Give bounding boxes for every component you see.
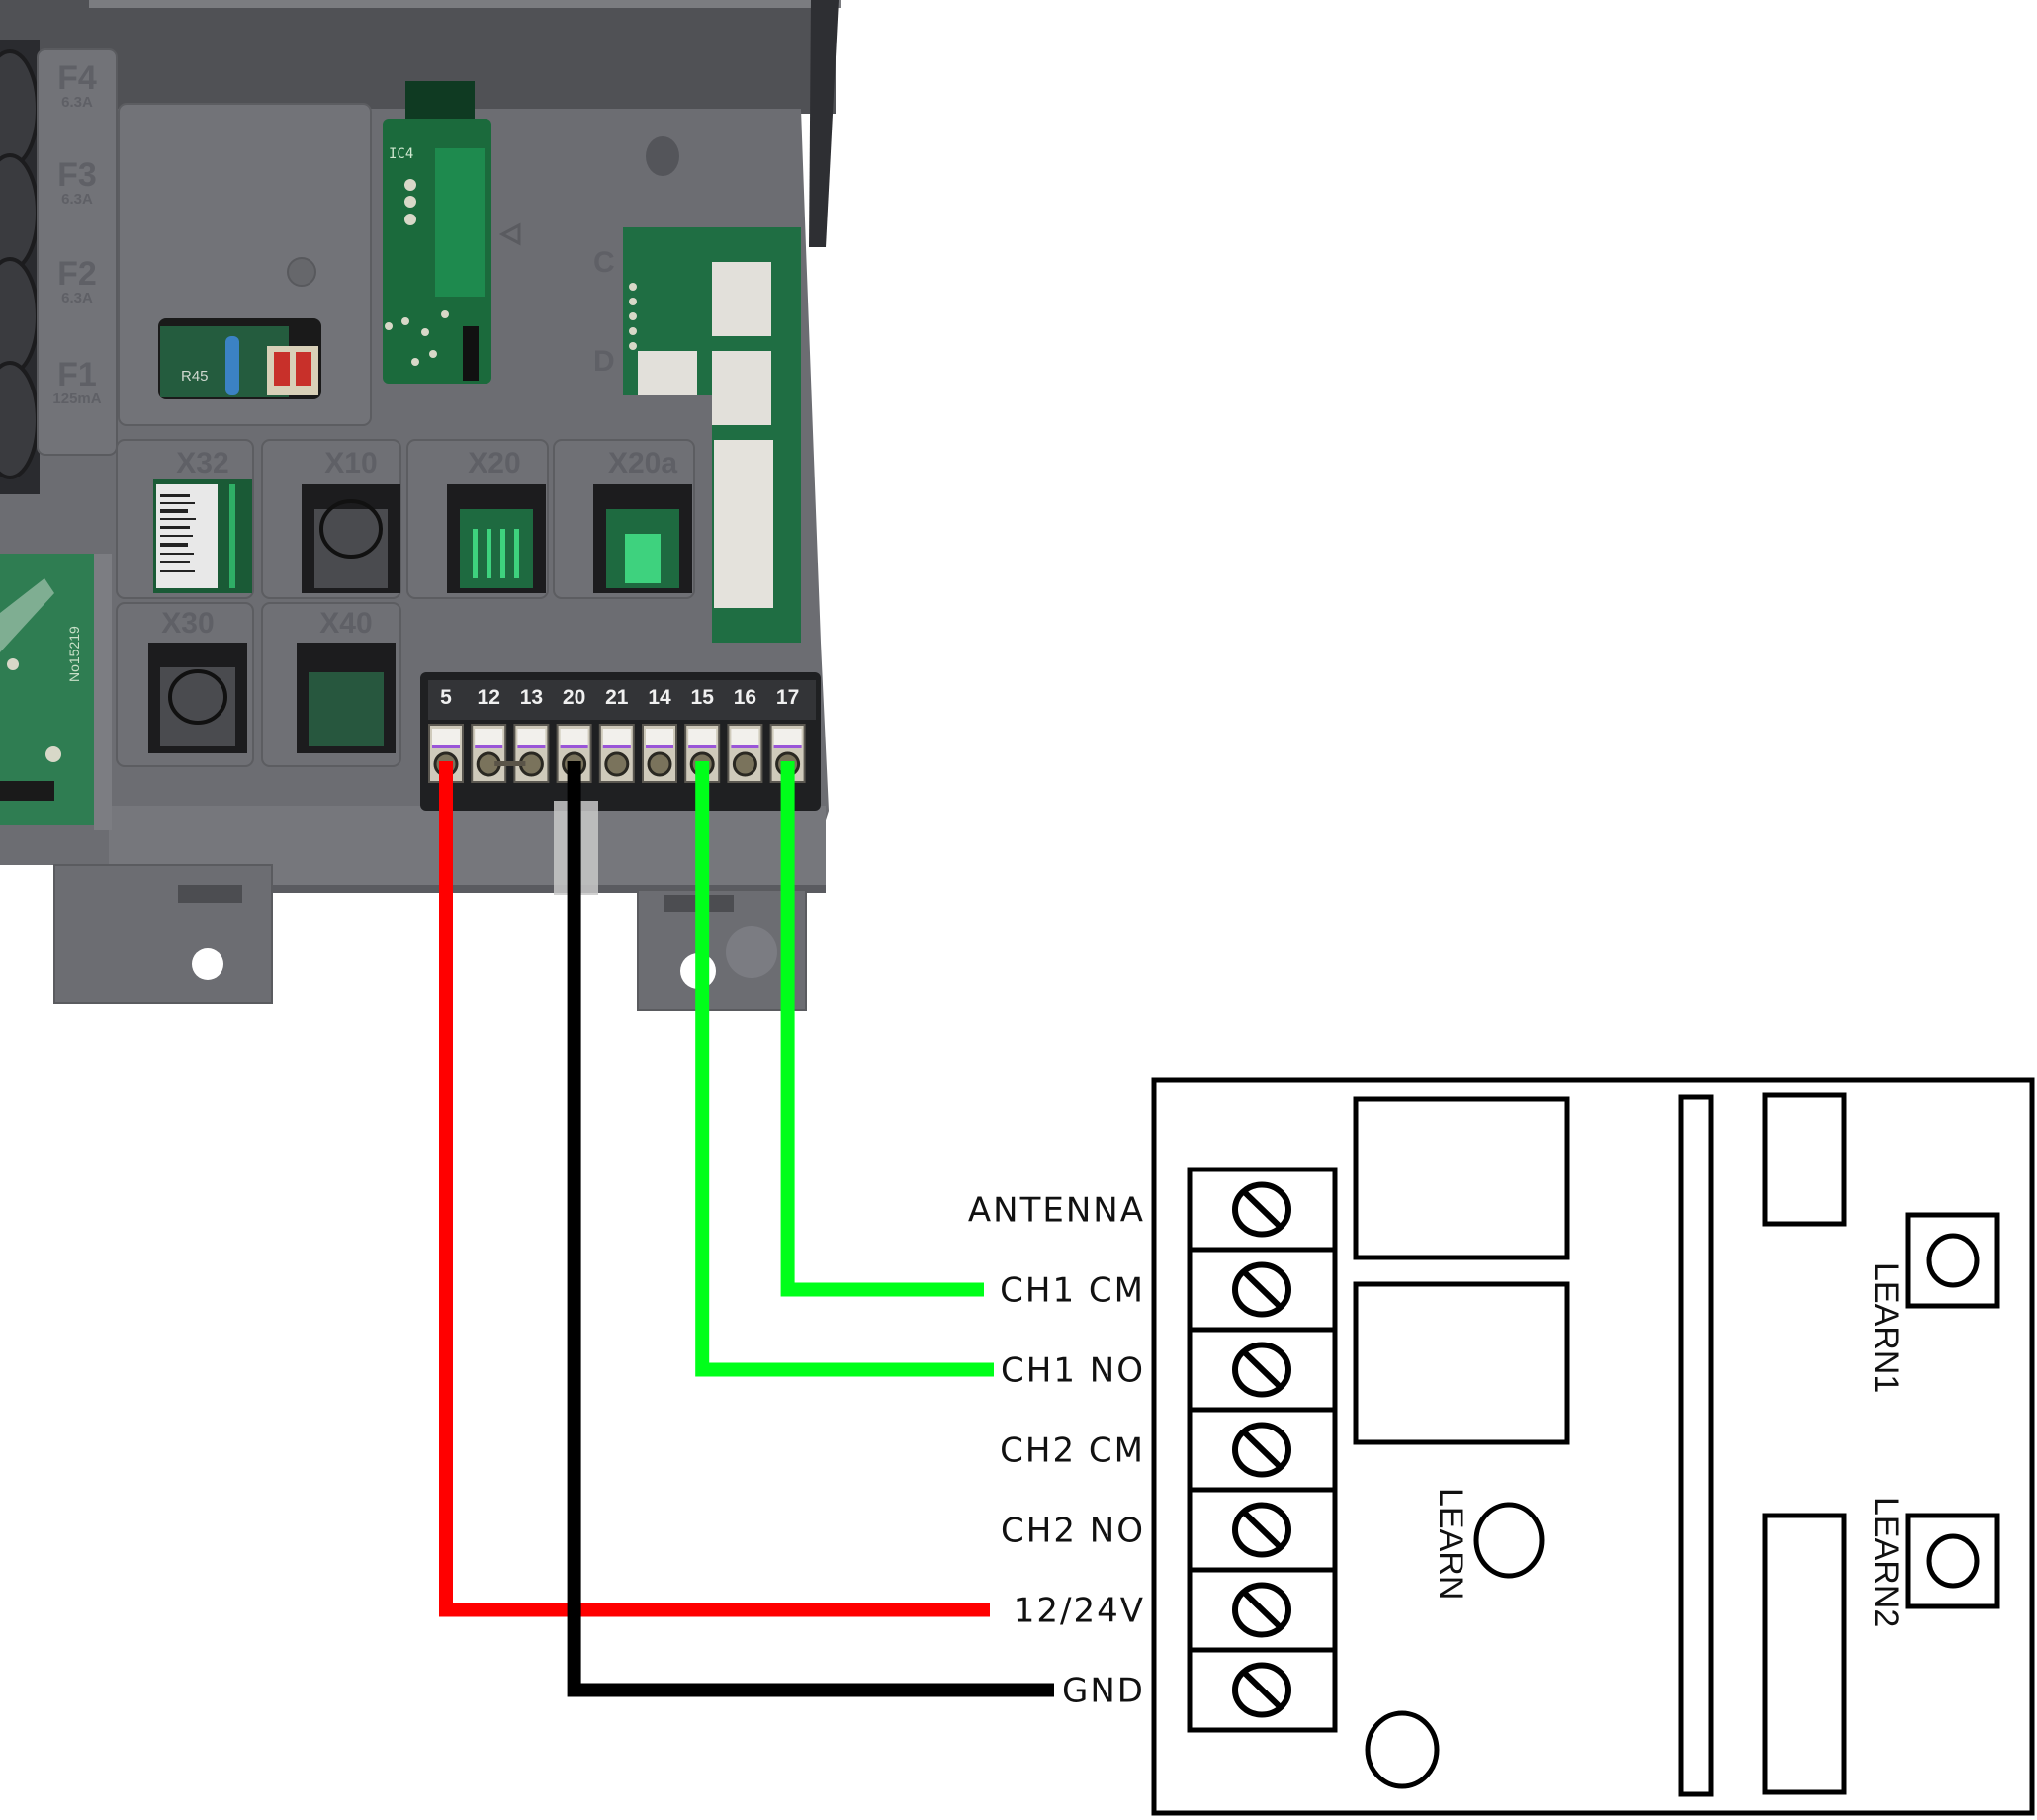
receiver-terminal bbox=[1190, 1567, 1335, 1638]
learn1-label: LEARN1 bbox=[1867, 1262, 1904, 1393]
terminal-label: CH2 NO bbox=[1001, 1512, 1145, 1551]
mounting-hole bbox=[1365, 1710, 1440, 1789]
connector-x10-label: X10 bbox=[324, 447, 377, 479]
label-c: C bbox=[593, 246, 615, 279]
screw-icon bbox=[1232, 1181, 1291, 1238]
component-top bbox=[1762, 1092, 1847, 1227]
fuse-f3-rating: 6.3A bbox=[61, 191, 93, 208]
learn2-button[interactable] bbox=[1926, 1533, 1980, 1589]
screw-icon bbox=[1232, 1582, 1291, 1638]
learn1-button-frame bbox=[1905, 1212, 2000, 1309]
pin-number: 17 bbox=[776, 686, 799, 709]
receiver-terminal bbox=[1190, 1487, 1335, 1558]
screw-hole bbox=[604, 751, 630, 777]
terminal-label: 12/24V bbox=[1014, 1592, 1145, 1631]
connector-x30-label: X30 bbox=[161, 607, 214, 640]
fuse-f2-name: F2 bbox=[57, 255, 97, 293]
terminal-pin: 16 bbox=[727, 686, 763, 783]
fuse-labels: F4 6.3A F3 6.3A F2 6.3A F1 125mA bbox=[52, 59, 101, 407]
fuse-f4-rating: 6.3A bbox=[61, 94, 93, 111]
component-bottom bbox=[1762, 1513, 1847, 1795]
screw-hole bbox=[732, 751, 757, 777]
pin-number: 15 bbox=[691, 686, 715, 709]
screw-icon bbox=[1232, 1422, 1291, 1478]
label-d: D bbox=[593, 345, 615, 378]
screw-icon bbox=[1232, 1342, 1291, 1398]
rj-jacks bbox=[148, 484, 692, 753]
receiver-terminal bbox=[1190, 1407, 1335, 1478]
terminal-pin: 21 bbox=[598, 686, 635, 783]
wire-5-to-12-24v bbox=[439, 761, 990, 1617]
learn2-button-frame bbox=[1905, 1513, 2000, 1609]
pcb-serial: No15219 bbox=[66, 626, 82, 682]
receiver-outline bbox=[1151, 1077, 2035, 1816]
terminal-pin: 12 bbox=[471, 686, 507, 783]
learn-label: LEARN bbox=[1432, 1488, 1469, 1600]
screw-icon bbox=[1232, 1502, 1291, 1558]
mounting-tab-right bbox=[637, 889, 807, 1011]
connector-labels: X32 X10 X20 X20a X30 X40 bbox=[161, 447, 677, 640]
connector-x40-label: X40 bbox=[319, 607, 372, 640]
terminal-pin: 20 bbox=[556, 686, 592, 783]
receiver-terminal bbox=[1190, 1647, 1335, 1718]
pin-number: 12 bbox=[478, 686, 500, 709]
fuse-f3-name: F3 bbox=[57, 156, 97, 194]
fuse-f1-name: F1 bbox=[57, 356, 97, 393]
terminal-label: CH1 CM bbox=[1000, 1271, 1145, 1311]
pin-number: 16 bbox=[734, 686, 756, 709]
ic4-label: IC4 bbox=[389, 146, 413, 162]
pin-number: 13 bbox=[520, 686, 543, 709]
connector-multi bbox=[714, 440, 773, 608]
terminal-label: ANTENNA bbox=[968, 1191, 1145, 1231]
wire-15-to-ch1-no bbox=[695, 761, 994, 1377]
terminal-block: 5 12 13 20 21 14 15 16 17 bbox=[420, 672, 821, 811]
receiver-terminal bbox=[1190, 1247, 1335, 1318]
learn-button[interactable] bbox=[1473, 1502, 1545, 1579]
pin-number: 21 bbox=[605, 686, 629, 709]
controller-unit: F4 6.3A F3 6.3A F2 6.3A F1 125mA No15219… bbox=[0, 0, 841, 1011]
connector-c bbox=[712, 262, 771, 336]
screw-icon bbox=[1232, 1662, 1291, 1718]
terminal-label: CH2 CM bbox=[1000, 1431, 1145, 1471]
relay-1 bbox=[1353, 1096, 1570, 1260]
fuse-f2-rating: 6.3A bbox=[61, 290, 93, 306]
r45-label: R45 bbox=[181, 368, 209, 385]
fuse-label-strip bbox=[37, 48, 118, 456]
pin-number: 5 bbox=[440, 686, 452, 709]
pin-number: 20 bbox=[563, 686, 585, 709]
screw-hole bbox=[647, 751, 672, 777]
connector-d1 bbox=[638, 351, 697, 395]
receiver-board: LEARN LEARN1 LEARN2 ANTENNA CH1 CM CH1 NO C… bbox=[968, 1077, 2035, 1816]
relay-2 bbox=[1353, 1281, 1570, 1445]
receiver-terminal bbox=[1232, 1181, 1291, 1238]
mains-pcb bbox=[0, 554, 99, 825]
fuse-f4-name: F4 bbox=[57, 59, 97, 97]
wire-20-to-gnd bbox=[567, 761, 1054, 1697]
pin-number: 14 bbox=[648, 686, 671, 709]
connector-x32-label: X32 bbox=[176, 447, 228, 479]
connector-d2 bbox=[712, 351, 771, 425]
learn1-button[interactable] bbox=[1926, 1233, 1980, 1288]
learn2-label: LEARN2 bbox=[1867, 1497, 1904, 1627]
receiver-terminal bbox=[1190, 1327, 1335, 1398]
fuse-f1-rating: 125mA bbox=[52, 390, 101, 407]
terminal-pin: 14 bbox=[642, 686, 677, 783]
terminal-label: GND bbox=[1062, 1672, 1145, 1711]
connector-x20-label: X20 bbox=[468, 447, 520, 479]
terminal-label: CH1 NO bbox=[1001, 1351, 1145, 1391]
receiver-terminal-strip bbox=[1187, 1167, 1338, 1733]
wires bbox=[439, 761, 1054, 1697]
connector-x20a-label: X20a bbox=[608, 447, 677, 479]
screw-icon bbox=[1232, 1261, 1291, 1318]
wire-17-to-ch1-cm bbox=[780, 761, 984, 1297]
antenna-strip bbox=[1678, 1094, 1714, 1797]
